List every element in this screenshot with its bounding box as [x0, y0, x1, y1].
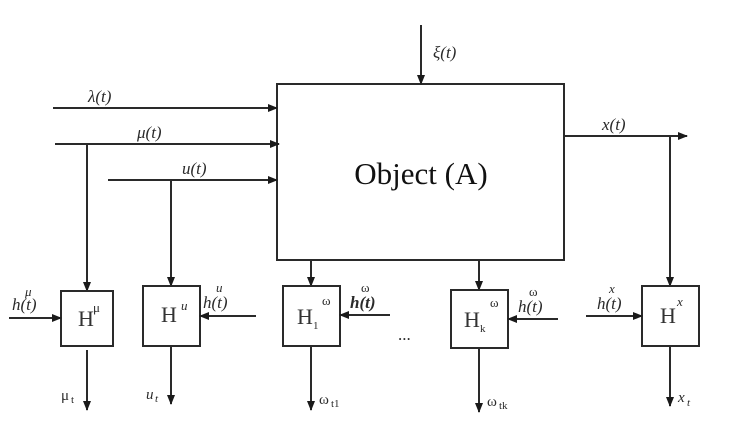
observer-mu: H μ h(t) μ μ t — [9, 284, 114, 411]
result-mu-sub: t — [71, 394, 74, 406]
result-x-sub: t — [687, 397, 691, 409]
result-u-sub: t — [155, 393, 159, 405]
observer-u-name: H — [161, 302, 177, 327]
output-x-label: x(t) — [601, 115, 626, 134]
noise-u-sup: u — [216, 280, 223, 295]
input-mu-label: μ(t) — [136, 123, 162, 142]
object-block — [276, 83, 565, 261]
result-omegak-base: ω — [487, 394, 497, 410]
observer-u-sup: u — [181, 298, 188, 313]
noise-omega1-base: h(t) — [350, 293, 376, 312]
result-omegak-sub: tk — [499, 400, 508, 412]
observer-x-name: H — [660, 303, 676, 328]
observer-mu-sup: μ — [93, 300, 100, 315]
noise-x-base: h(t) — [597, 294, 622, 313]
observer-omega1-block — [282, 285, 341, 347]
object-label: Object (A) — [354, 156, 487, 191]
observer-omegak-sub: k — [480, 323, 486, 335]
observer-omega1-sup: ω — [322, 293, 331, 308]
noise-mu-sup: μ — [24, 284, 32, 299]
observer-omegak-block — [450, 289, 509, 349]
observer-omega1: H 1 ω h(t) ω ω t1 — [282, 280, 390, 411]
observer-omega1-sub: 1 — [313, 320, 319, 332]
result-x-base: x — [677, 390, 685, 406]
result-omega1-sub: t1 — [331, 398, 340, 410]
input-lambda-label: λ(t) — [87, 87, 112, 106]
noise-u-base: h(t) — [203, 293, 228, 312]
noise-mu-base: h(t) — [12, 295, 37, 314]
observer-mu-name: H — [78, 306, 94, 331]
noise-omegak-base: h(t) — [518, 297, 543, 316]
noise-omegak-sup: ω — [529, 284, 538, 299]
observer-omegak: H k ω h(t) ω ω tk — [450, 284, 558, 413]
disturbance-label: ξ(t) — [433, 43, 457, 62]
ellipsis: ... — [398, 325, 411, 344]
result-u-base: u — [146, 387, 154, 403]
noise-omega1-sup: ω — [361, 280, 370, 295]
observer-u: H u h(t) u u t — [142, 280, 256, 405]
observer-omegak-name: H — [464, 307, 480, 332]
observer-u-block — [142, 285, 201, 347]
result-mu-base: μ — [61, 388, 69, 404]
observer-x-sup: x — [676, 294, 683, 309]
observer-omega1-name: H — [297, 304, 313, 329]
observer-omegak-sup: ω — [490, 295, 499, 310]
input-u-label: u(t) — [182, 159, 207, 178]
result-omega1-base: ω — [319, 392, 329, 408]
noise-x-sup: x — [608, 281, 615, 296]
observer-x: H x h(t) x x t — [586, 281, 700, 409]
